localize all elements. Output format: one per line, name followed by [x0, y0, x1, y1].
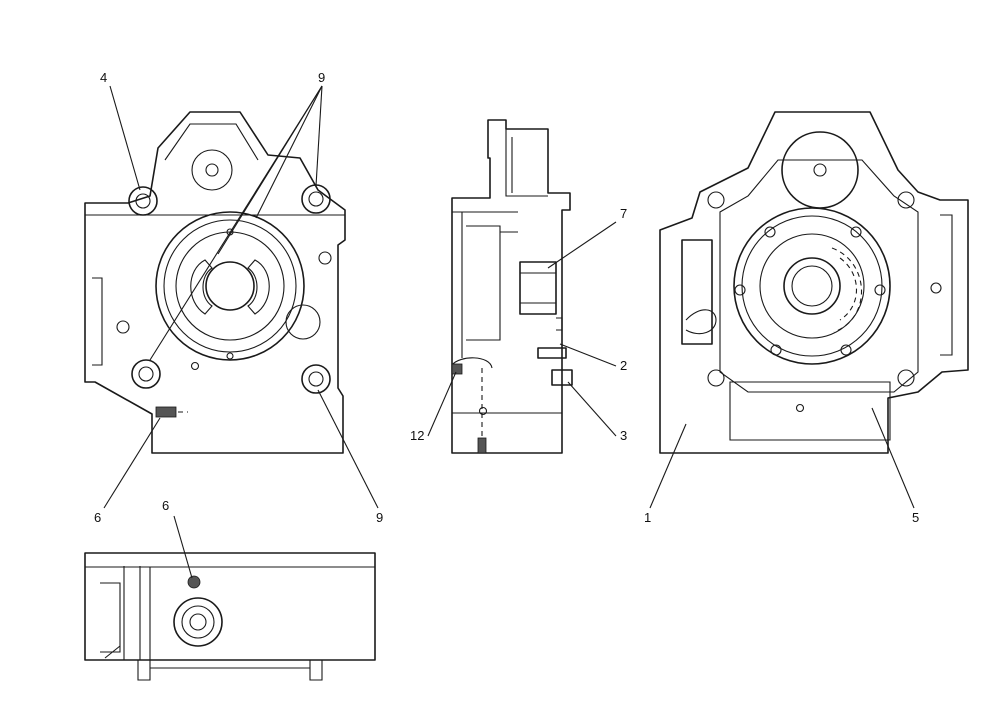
bolt-9-lower-left [131, 359, 161, 389]
plug-6-front [155, 406, 177, 418]
callout-5: 5 [912, 510, 919, 525]
callout-6-bottom: 6 [162, 498, 169, 513]
callout-9-top: 9 [318, 70, 325, 85]
callout-9-bottom: 9 [376, 510, 383, 525]
bottom-view [84, 552, 376, 681]
front-view [84, 111, 346, 454]
callout-4: 4 [100, 70, 107, 85]
bolt-9-lower-right [301, 364, 331, 394]
callout-labels: 4 9 7 2 3 12 6 9 6 1 5 [94, 70, 919, 525]
bolt-holes-rear [707, 191, 942, 387]
bolt-9-upper-right [301, 184, 331, 214]
callout-6-front: 6 [94, 510, 101, 525]
bolt-4-upper-left [128, 186, 158, 216]
leader-lines [103, 85, 915, 579]
plug-6-bottom [187, 575, 201, 589]
plug-12 [451, 363, 463, 375]
side-view [451, 119, 573, 454]
callout-7: 7 [620, 206, 627, 221]
callout-2: 2 [620, 358, 627, 373]
callout-1: 1 [644, 510, 651, 525]
callout-12: 12 [410, 428, 424, 443]
callout-3: 3 [620, 428, 627, 443]
rear-view [659, 111, 969, 454]
